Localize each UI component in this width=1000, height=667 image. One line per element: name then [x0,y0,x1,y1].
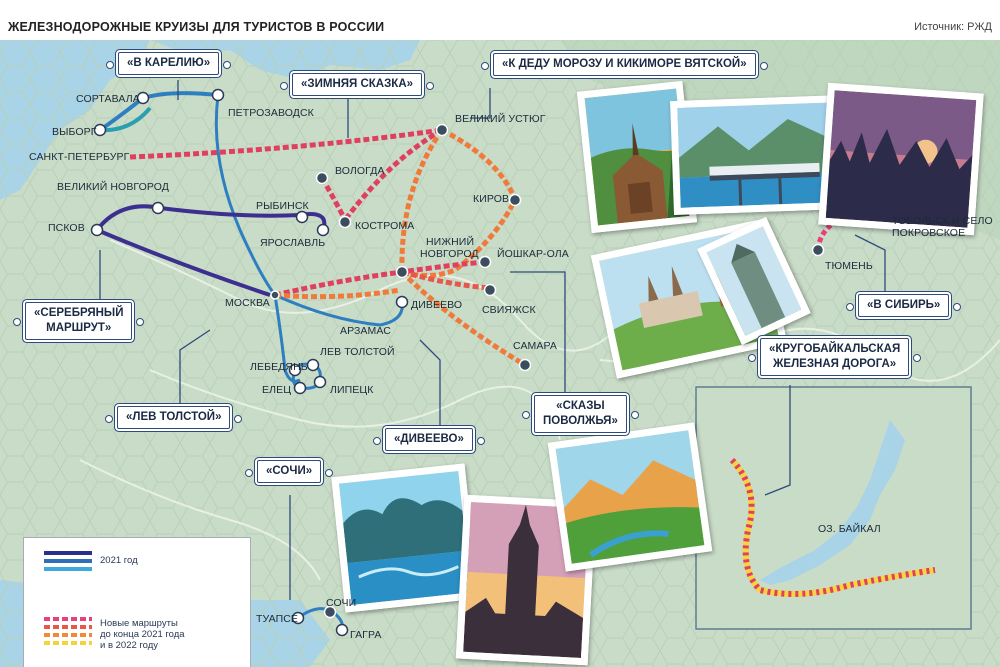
city-tyumen: ТЮМЕНЬ [825,260,873,272]
photo-cathedral [455,494,597,666]
route-tag-karelia[interactable]: «В КАРЕЛИЮ» [105,52,232,75]
legend-2021-label: 2021 год [100,555,138,566]
photo-train [670,94,848,216]
route-tag-silver-line1: «СЕРЕБРЯНЫЙ [34,307,124,319]
city-tobolsk-1: ТОБОЛЬСК И СЕЛО [892,215,993,227]
route-tag-ded-moroz[interactable]: «К ДЕДУ МОРОЗУ И КИКИМОРЕ ВЯТСКОЙ» [481,53,768,76]
city-lev-tolstoy: ЛЕВ ТОЛСТОЙ [320,346,395,358]
route-winter-2 [343,127,444,222]
city-elets: ЕЛЕЦ [262,384,292,396]
city-baikal: ОЗ. БАЙКАЛ [818,523,881,535]
route-ustyug-nn [399,128,445,273]
city-gagra: ГАГРА [350,629,382,641]
city-pskov: ПСКОВ [48,222,85,234]
route-diveevo [274,293,404,327]
route-silver-2 [96,228,271,297]
route-winter-1 [129,127,443,160]
header: ЖЕЛЕЗНОДОРОЖНЫЕ КРУИЗЫ ДЛЯ ТУРИСТОВ В РО… [0,0,1000,40]
route-tag-povolzhie-line2: ПОВОЛЖЬЯ» [543,415,618,427]
route-tag-silver[interactable]: «СЕРЕБРЯНЫЙ МАРШРУТ» [12,302,145,340]
city-yaroslavl: ЯРОСЛАВЛЬ [260,237,326,249]
city-sochi: СОЧИ [326,597,357,609]
city-tobolsk-2: ПОКРОВСКОЕ [892,227,966,239]
route-samara [400,270,527,368]
legend-new-line1: Новые маршруты [100,618,178,629]
city-petrozavodsk: ПЕТРОЗАВОДСК [228,107,314,119]
legend-new-line3: и в 2022 году [100,640,159,651]
city-kirov: КИРОВ [473,193,510,205]
city-sortavala: СОРТАВАЛА [76,93,140,105]
city-spb: САНКТ-ПЕТЕРБУРГ [29,151,130,163]
city-moscow: МОСКВА [225,297,270,309]
route-tag-lev-tolstoy[interactable]: «ЛЕВ ТОЛСТОЙ» [104,406,243,429]
city-samara: САМАРА [513,340,558,352]
city-velikiy-novgorod: ВЕЛИКИЙ НОВГОРОД [57,181,170,193]
route-tag-diveevo[interactable]: «ДИВЕЕВО» [373,428,485,451]
route-tag-baikal-line1: «КРУГОБАЙКАЛЬСКАЯ [769,343,901,355]
photo-tower [697,216,811,346]
city-vyborg: ВЫБОРГ [52,126,97,138]
page-title: ЖЕЛЕЗНОДОРОЖНЫЕ КРУИЗЫ ДЛЯ ТУРИСТОВ В РО… [8,20,385,34]
city-tuapse: ТУАПСЕ [256,613,299,625]
map-area: «В КАРЕЛИЮ» «ЗИМНЯЯ СКАЗКА» «К ДЕДУ МОРО… [0,40,1000,667]
route-tag-baikal-line2: ЖЕЛЕЗНАЯ ДОРОГА» [773,358,897,370]
route-tag-winter[interactable]: «ЗИМНЯЯ СКАЗКА» [279,73,435,96]
route-petrozavodsk-moscow [214,94,277,296]
city-nizhniy-novgorod-1: НИЖНИЙ [426,236,475,248]
city-lipetsk: ЛИПЕЦК [330,384,374,396]
legend: 2021 год Новые маршруты до конца 2021 го… [23,537,251,667]
city-markers [90,88,409,637]
legend-new-line2: до конца 2021 года [100,629,185,640]
route-ustyug-kirov [401,127,518,278]
city-yoshkar-ola: ЙОШКАР-ОЛА [497,248,569,260]
city-vologda: ВОЛОГДА [335,165,385,177]
route-sviyazhsk [401,269,491,291]
route-volga [274,287,401,300]
city-nizhniy-novgorod-2: НОВГОРОД [420,248,479,260]
route-silver-1 [95,204,327,232]
photo-forest [818,82,984,236]
source-label: Источник: РЖД [914,21,992,33]
route-tag-siberia[interactable]: «В СИБИРЬ» [845,294,962,317]
photo-coast [331,463,479,613]
city-kostroma: КОСТРОМА [355,220,415,232]
route-tag-povolzhie-line1: «СКАЗЫ [556,400,605,412]
photo-valley [547,422,713,572]
baikal-inset-frame [695,386,972,630]
route-tag-sochi[interactable]: «СОЧИ» [244,460,334,483]
route-tag-povolzhie[interactable]: «СКАЗЫ ПОВОЛЖЬЯ» [522,395,639,433]
city-diveevo: ДИВЕЕВО [411,299,463,311]
route-tag-baikal[interactable]: «КРУГОБАЙКАЛЬСКАЯ ЖЕЛЕЗНАЯ ДОРОГА» [747,338,922,376]
city-arzamas: АРЗАМАС [340,325,391,337]
route-tag-silver-line2: МАРШРУТ» [46,322,112,334]
lake-baikal [760,420,905,585]
city-rybinsk: РЫБИНСК [256,200,309,212]
city-lebedyan: ЛЕБЕДЯНЬ [250,361,308,373]
legend-swatches [44,551,92,645]
city-velikiy-ustyug: ВЕЛИКИЙ УСТЮГ [455,113,546,125]
route-baikal-yellow [729,457,936,597]
city-sviyazhsk: СВИЯЖСК [482,304,536,316]
